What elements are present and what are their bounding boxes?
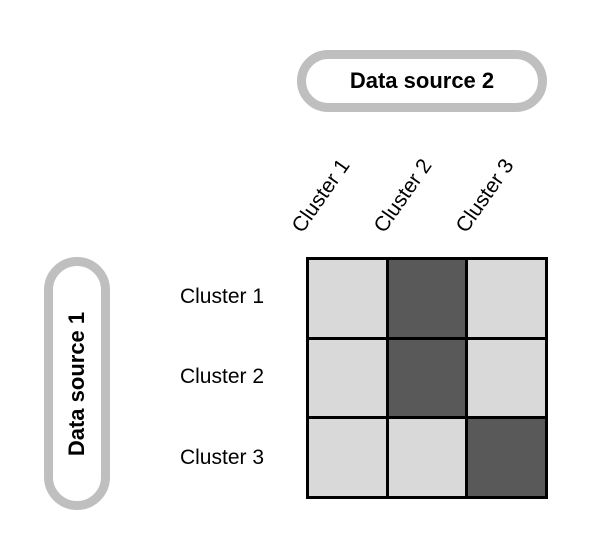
cluster-correspondence-matrix xyxy=(306,257,548,499)
matrix-cell xyxy=(309,339,386,417)
data-source-1-pill: Data source 1 xyxy=(44,257,110,510)
data-source-1-label: Data source 1 xyxy=(64,311,90,456)
matrix-cell xyxy=(468,260,545,337)
row-label-cluster-3: Cluster 3 xyxy=(179,446,264,469)
matrix-cell xyxy=(468,419,545,496)
matrix-cell xyxy=(309,260,386,337)
matrix-cell xyxy=(309,419,386,496)
matrix-cell xyxy=(468,339,545,417)
data-source-2-pill: Data source 2 xyxy=(297,50,547,112)
column-header-cluster-2: Cluster 2 xyxy=(369,154,437,237)
column-header-cluster-1: Cluster 1 xyxy=(287,154,355,237)
matrix-cell xyxy=(388,339,466,417)
matrix-cell xyxy=(388,419,466,496)
column-header-cluster-3: Cluster 3 xyxy=(451,154,519,237)
row-label-cluster-2: Cluster 2 xyxy=(179,365,264,388)
matrix-cell xyxy=(388,260,466,337)
row-label-cluster-1: Cluster 1 xyxy=(179,285,264,308)
data-source-2-label: Data source 2 xyxy=(349,68,495,93)
